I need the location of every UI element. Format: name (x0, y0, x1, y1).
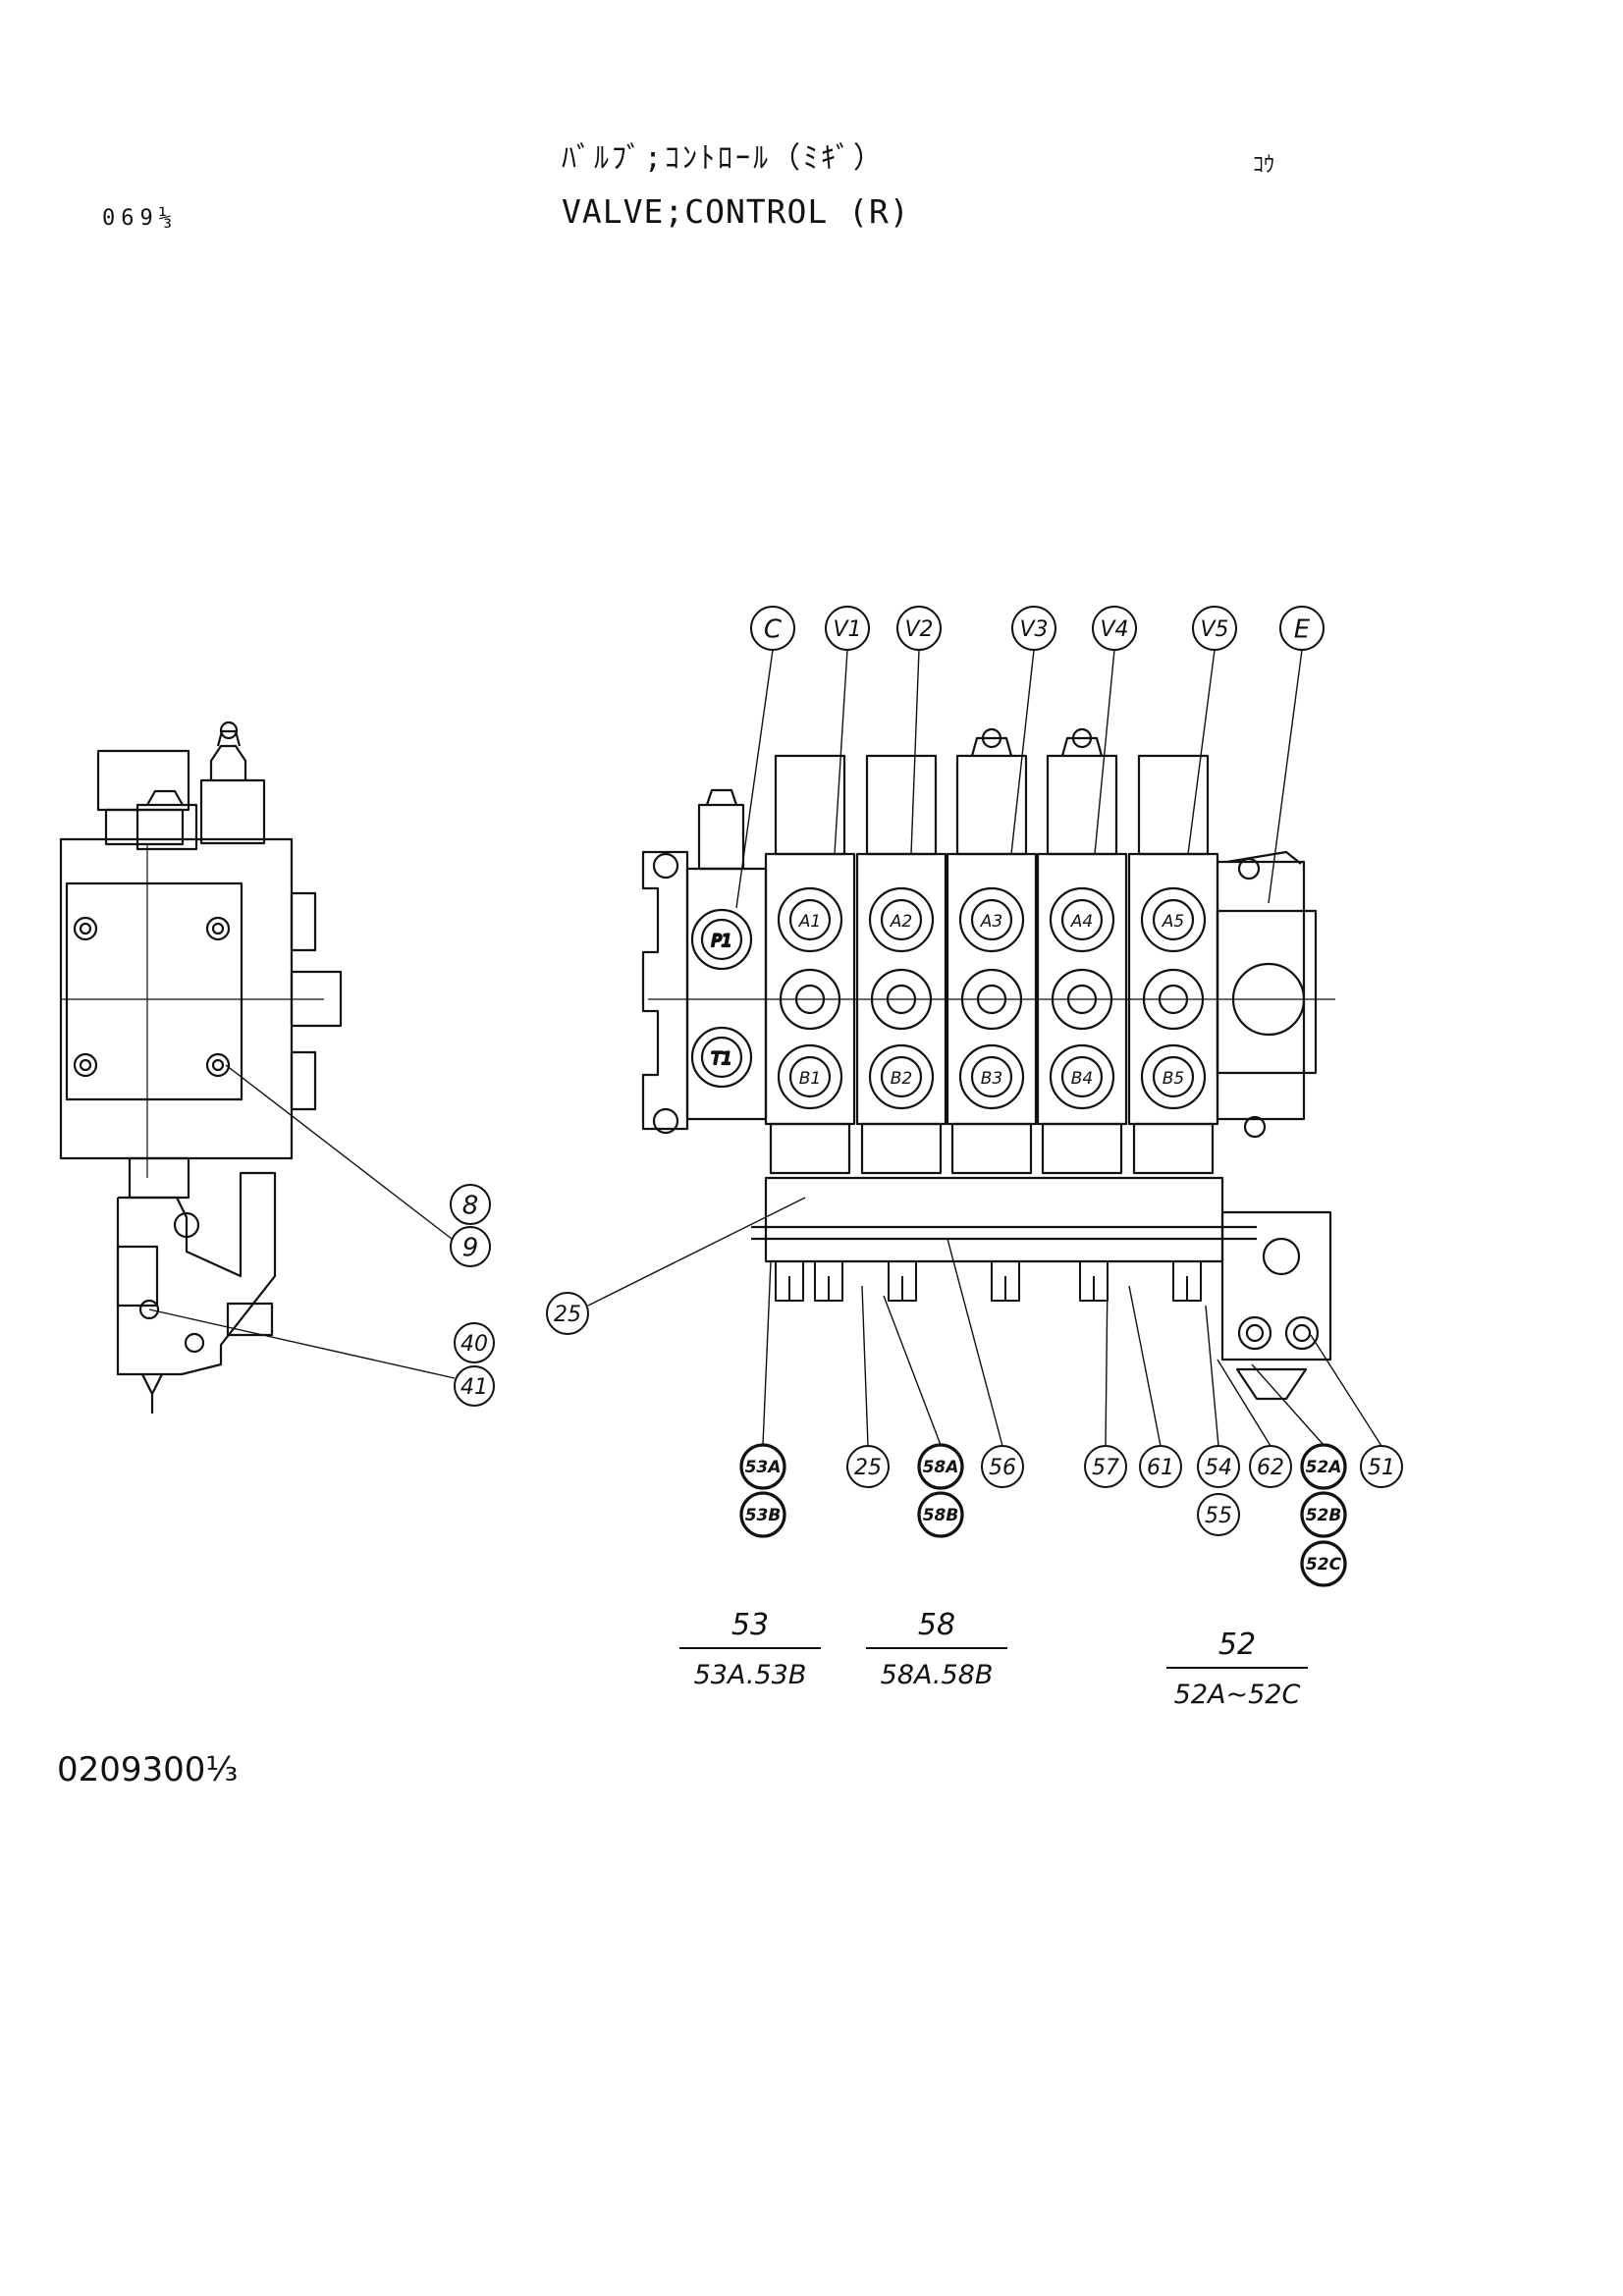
stud (991, 1260, 1020, 1302)
stud (888, 1260, 917, 1302)
side-view (59, 721, 343, 1414)
callout-label: V2 (904, 617, 933, 642)
port-label-b: B5 (1163, 1069, 1184, 1089)
page-code-top: 069⅓ (102, 206, 178, 231)
stud (814, 1260, 843, 1302)
callout-label: 8 (462, 1191, 479, 1220)
port-label-inlet: T1 (711, 1049, 731, 1069)
callout-label: 52C (1306, 1555, 1342, 1575)
callout-51: 51 (1360, 1445, 1403, 1488)
callout-54: 54 (1197, 1445, 1240, 1488)
callout-label: C (764, 614, 783, 644)
callout-label: 53B (745, 1506, 782, 1525)
callout-40: 40 (454, 1322, 495, 1363)
port-label-b: B3 (981, 1069, 1002, 1089)
callout-9: 9 (450, 1226, 491, 1267)
callout-v3: V3 (1011, 606, 1056, 651)
callout-label: 61 (1147, 1456, 1174, 1480)
callout-label: 52A (1306, 1458, 1342, 1477)
callout-label: V1 (833, 617, 861, 642)
callout-label: 58A (923, 1458, 959, 1477)
callout-c: C (750, 606, 795, 651)
callout-label: 41 (460, 1375, 488, 1400)
group-number: 52 (1218, 1628, 1256, 1662)
callout-62: 62 (1249, 1445, 1292, 1488)
group-52: 52 52A~52C (1166, 1628, 1308, 1710)
callout-v2: V2 (896, 606, 942, 651)
callout-label: E (1294, 614, 1311, 644)
port-label-a: A5 (1162, 912, 1184, 932)
callout-label: 52B (1306, 1506, 1342, 1525)
port-label-a: A1 (798, 912, 821, 932)
group-members: 58A.58B (881, 1660, 994, 1690)
group-members: 52A~52C (1174, 1680, 1301, 1710)
callout-61: 61 (1139, 1445, 1182, 1488)
callout-label: 55 (1205, 1504, 1232, 1528)
callout-label: 62 (1257, 1456, 1284, 1480)
callout-label: V3 (1019, 617, 1048, 642)
group-number: 53 (731, 1608, 769, 1642)
callout-25: 25 (846, 1445, 890, 1488)
callout-label: 25 (554, 1303, 581, 1327)
callout-57: 57 (1084, 1445, 1127, 1488)
callout-55: 55 (1197, 1493, 1240, 1536)
callout-label: 40 (460, 1332, 488, 1357)
callout-label: 58B (923, 1506, 959, 1525)
callout-53a: 53A (739, 1443, 786, 1490)
callout-label: 53A (745, 1458, 782, 1477)
group-number: 58 (918, 1608, 955, 1642)
callout-label: 56 (989, 1456, 1016, 1480)
port-label-b: B1 (799, 1069, 821, 1089)
callout-52a: 52A (1300, 1443, 1347, 1490)
callout-label: 57 (1092, 1456, 1119, 1480)
stud (1079, 1260, 1109, 1302)
callout-52c: 52C (1300, 1540, 1347, 1587)
callout-25: 25 (546, 1292, 589, 1335)
callout-56: 56 (981, 1445, 1024, 1488)
callout-v5: V5 (1192, 606, 1237, 651)
port-label-b: B2 (891, 1069, 912, 1089)
callout-8: 8 (450, 1184, 491, 1225)
port-label-inlet: P1 (711, 932, 731, 951)
callout-58b: 58B (917, 1491, 964, 1538)
side-plate (65, 881, 243, 1101)
stud (1172, 1260, 1202, 1302)
callout-58a: 58A (917, 1443, 964, 1490)
group-53: 53 53A.53B (679, 1608, 821, 1690)
callout-label: 54 (1205, 1456, 1232, 1480)
port-label-a: A4 (1070, 912, 1093, 932)
callout-41: 41 (454, 1365, 495, 1407)
title-english: VALVE;CONTROL (R) (562, 192, 910, 231)
callout-label: 25 (854, 1456, 882, 1480)
stud (775, 1260, 804, 1302)
port-label-a: A3 (980, 912, 1002, 932)
title-japanese: ﾊﾞﾙﾌﾞ;ｺﾝﾄﾛｰﾙ（ﾐｷﾞ） (562, 141, 887, 176)
port-label-b: B4 (1071, 1069, 1093, 1089)
callout-52b: 52B (1300, 1491, 1347, 1538)
port-label-a: A2 (890, 912, 912, 932)
callout-label: 51 (1368, 1456, 1395, 1480)
page-code-bottom: 0209300⅓ (57, 1750, 239, 1789)
page-mark: ｺｳ (1253, 153, 1275, 178)
callout-v4: V4 (1092, 606, 1137, 651)
callout-v1: V1 (825, 606, 870, 651)
callout-e: E (1279, 606, 1325, 651)
group-members: 53A.53B (694, 1660, 807, 1690)
group-58: 58 58A.58B (866, 1608, 1007, 1690)
callout-53b: 53B (739, 1491, 786, 1538)
callout-label: 9 (462, 1233, 479, 1262)
callout-label: V4 (1100, 617, 1128, 642)
leader-lines (148, 649, 1382, 1447)
callout-label: V5 (1200, 617, 1228, 642)
